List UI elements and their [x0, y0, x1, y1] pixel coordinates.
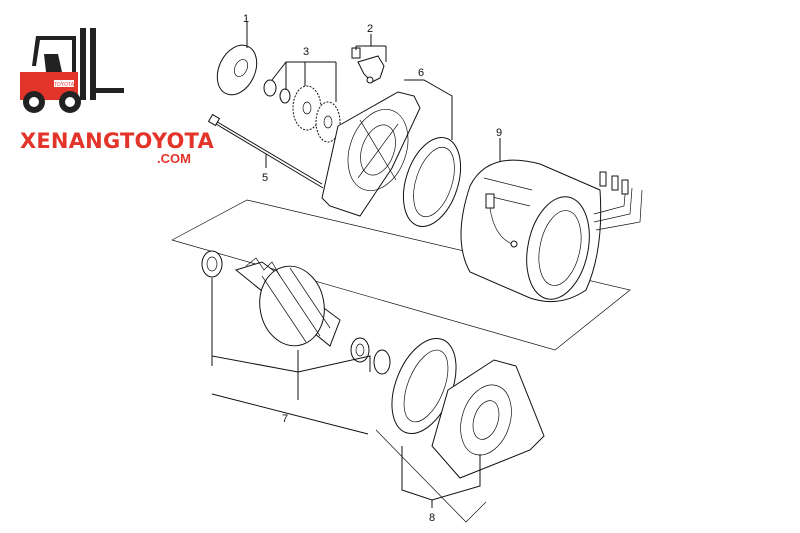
- callout-9: 9: [496, 127, 502, 139]
- alignment-frame-upper: [171, 199, 631, 351]
- part-1-end-cap: [216, 22, 258, 96]
- part-2-sensor-bracket: [351, 34, 387, 84]
- part-6-front-housing: [321, 79, 462, 227]
- part-5-through-bolt: [207, 113, 324, 189]
- part-7-armature: [201, 250, 391, 435]
- part-8-rear-housing: [391, 337, 545, 508]
- callout-7: 7: [282, 413, 288, 425]
- callout-8: 8: [429, 512, 435, 524]
- callout-6: 6: [418, 67, 424, 79]
- svg-text:TOYOTA: TOYOTA: [54, 82, 75, 88]
- part-3-gear-set: [263, 61, 341, 143]
- callout-2: 2: [367, 23, 373, 35]
- callout-3: 3: [303, 46, 309, 58]
- brand-domain: .COM: [157, 151, 191, 166]
- part-9-stator-housing: [460, 138, 643, 303]
- forklift-icon: TOYOTA: [20, 28, 124, 113]
- brand-logo: TOYOTA XENANGTOYOTA .COM: [14, 26, 214, 166]
- callout-5: 5: [262, 172, 268, 184]
- brand-name: XENANGTOYOTA: [20, 129, 214, 153]
- callout-1: 1: [243, 13, 249, 25]
- alignment-frame-lower: [375, 429, 487, 523]
